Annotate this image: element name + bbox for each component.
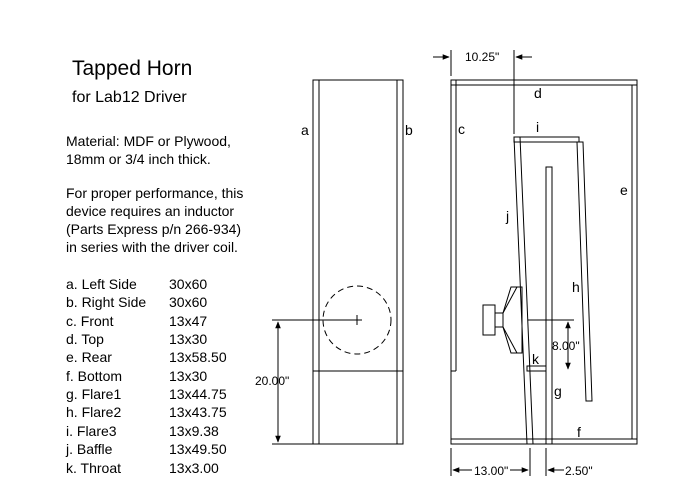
part-name: i. Flare3 [66, 423, 117, 439]
flare1-panel [545, 166, 553, 445]
title: Tapped Horn [72, 57, 192, 80]
driver-shape [482, 286, 523, 354]
material-line-1: Material: MDF or Plywood, [66, 133, 231, 149]
part-size: 13x30 [169, 331, 207, 347]
side-view [433, 50, 638, 476]
driver-magnet [482, 304, 496, 336]
front-view [272, 79, 404, 445]
note-line-3: (Parts Express p/n 266-934) [66, 221, 241, 237]
front-view-outer [312, 79, 404, 445]
parts-list: a. Left Side 30x60 b. Right Side 30x60 c… [65, 276, 227, 476]
note-line-4: in series with the driver coil. [66, 239, 238, 255]
part-name: j. Baffle [65, 441, 113, 457]
part-size: 13x58.50 [169, 349, 227, 365]
part-name: d. Top [66, 331, 104, 347]
part-size: 13x9.38 [169, 423, 219, 439]
label-f: f [577, 424, 581, 440]
bottom-left-dim-label: 13.00" [474, 464, 508, 478]
part-name: c. Front [66, 313, 114, 329]
part-name: g. Flare1 [66, 386, 121, 402]
flare2-panel [576, 141, 593, 402]
label-d: d [534, 85, 542, 101]
part-size: 13x3.00 [169, 460, 219, 476]
part-size: 30x60 [169, 294, 207, 310]
driver-cone-inner-bottom [502, 326, 518, 354]
driver-cone [502, 286, 523, 354]
label-h: h [572, 279, 580, 295]
part-name: h. Flare2 [66, 404, 121, 420]
throat-panel [526, 365, 547, 372]
part-size: 13x47 [169, 313, 207, 329]
subtitle: for Lab12 Driver [72, 89, 187, 106]
label-k: k [532, 351, 540, 367]
label-j: j [505, 208, 509, 224]
driver-basket [494, 312, 504, 328]
part-size: 30x60 [169, 276, 207, 292]
part-name: e. Rear [66, 349, 112, 365]
label-b: b [405, 122, 413, 138]
label-a: a [301, 122, 309, 138]
driver-cone-inner-top [502, 286, 518, 314]
label-c: c [458, 121, 465, 137]
material-line-2: 18mm or 3/4 inch thick. [66, 151, 211, 167]
part-size: 13x44.75 [169, 386, 227, 402]
label-i: i [536, 119, 539, 135]
flare3-panel [513, 136, 580, 143]
part-size: 13x43.75 [169, 404, 227, 420]
label-g: g [554, 383, 562, 399]
part-name: k. Throat [66, 460, 121, 476]
label-e: e [620, 182, 628, 198]
side-view-outer [450, 79, 638, 445]
port-height-label: 8.00" [552, 339, 580, 353]
note-line-1: For proper performance, this [66, 185, 243, 201]
bottom-right-dim-label: 2.50" [565, 464, 593, 478]
note-line-2: device requires an inductor [66, 203, 234, 219]
part-name: f. Bottom [66, 368, 122, 384]
part-name: a. Left Side [66, 276, 137, 292]
driver-height-label: 20.00" [255, 374, 289, 388]
baffle-panel [513, 136, 534, 445]
top-width-label: 10.25" [465, 50, 499, 64]
part-size: 13x49.50 [169, 441, 227, 457]
part-name: b. Right Side [66, 294, 146, 310]
driver-cutout-circle [322, 285, 392, 355]
part-size: 13x30 [169, 368, 207, 384]
